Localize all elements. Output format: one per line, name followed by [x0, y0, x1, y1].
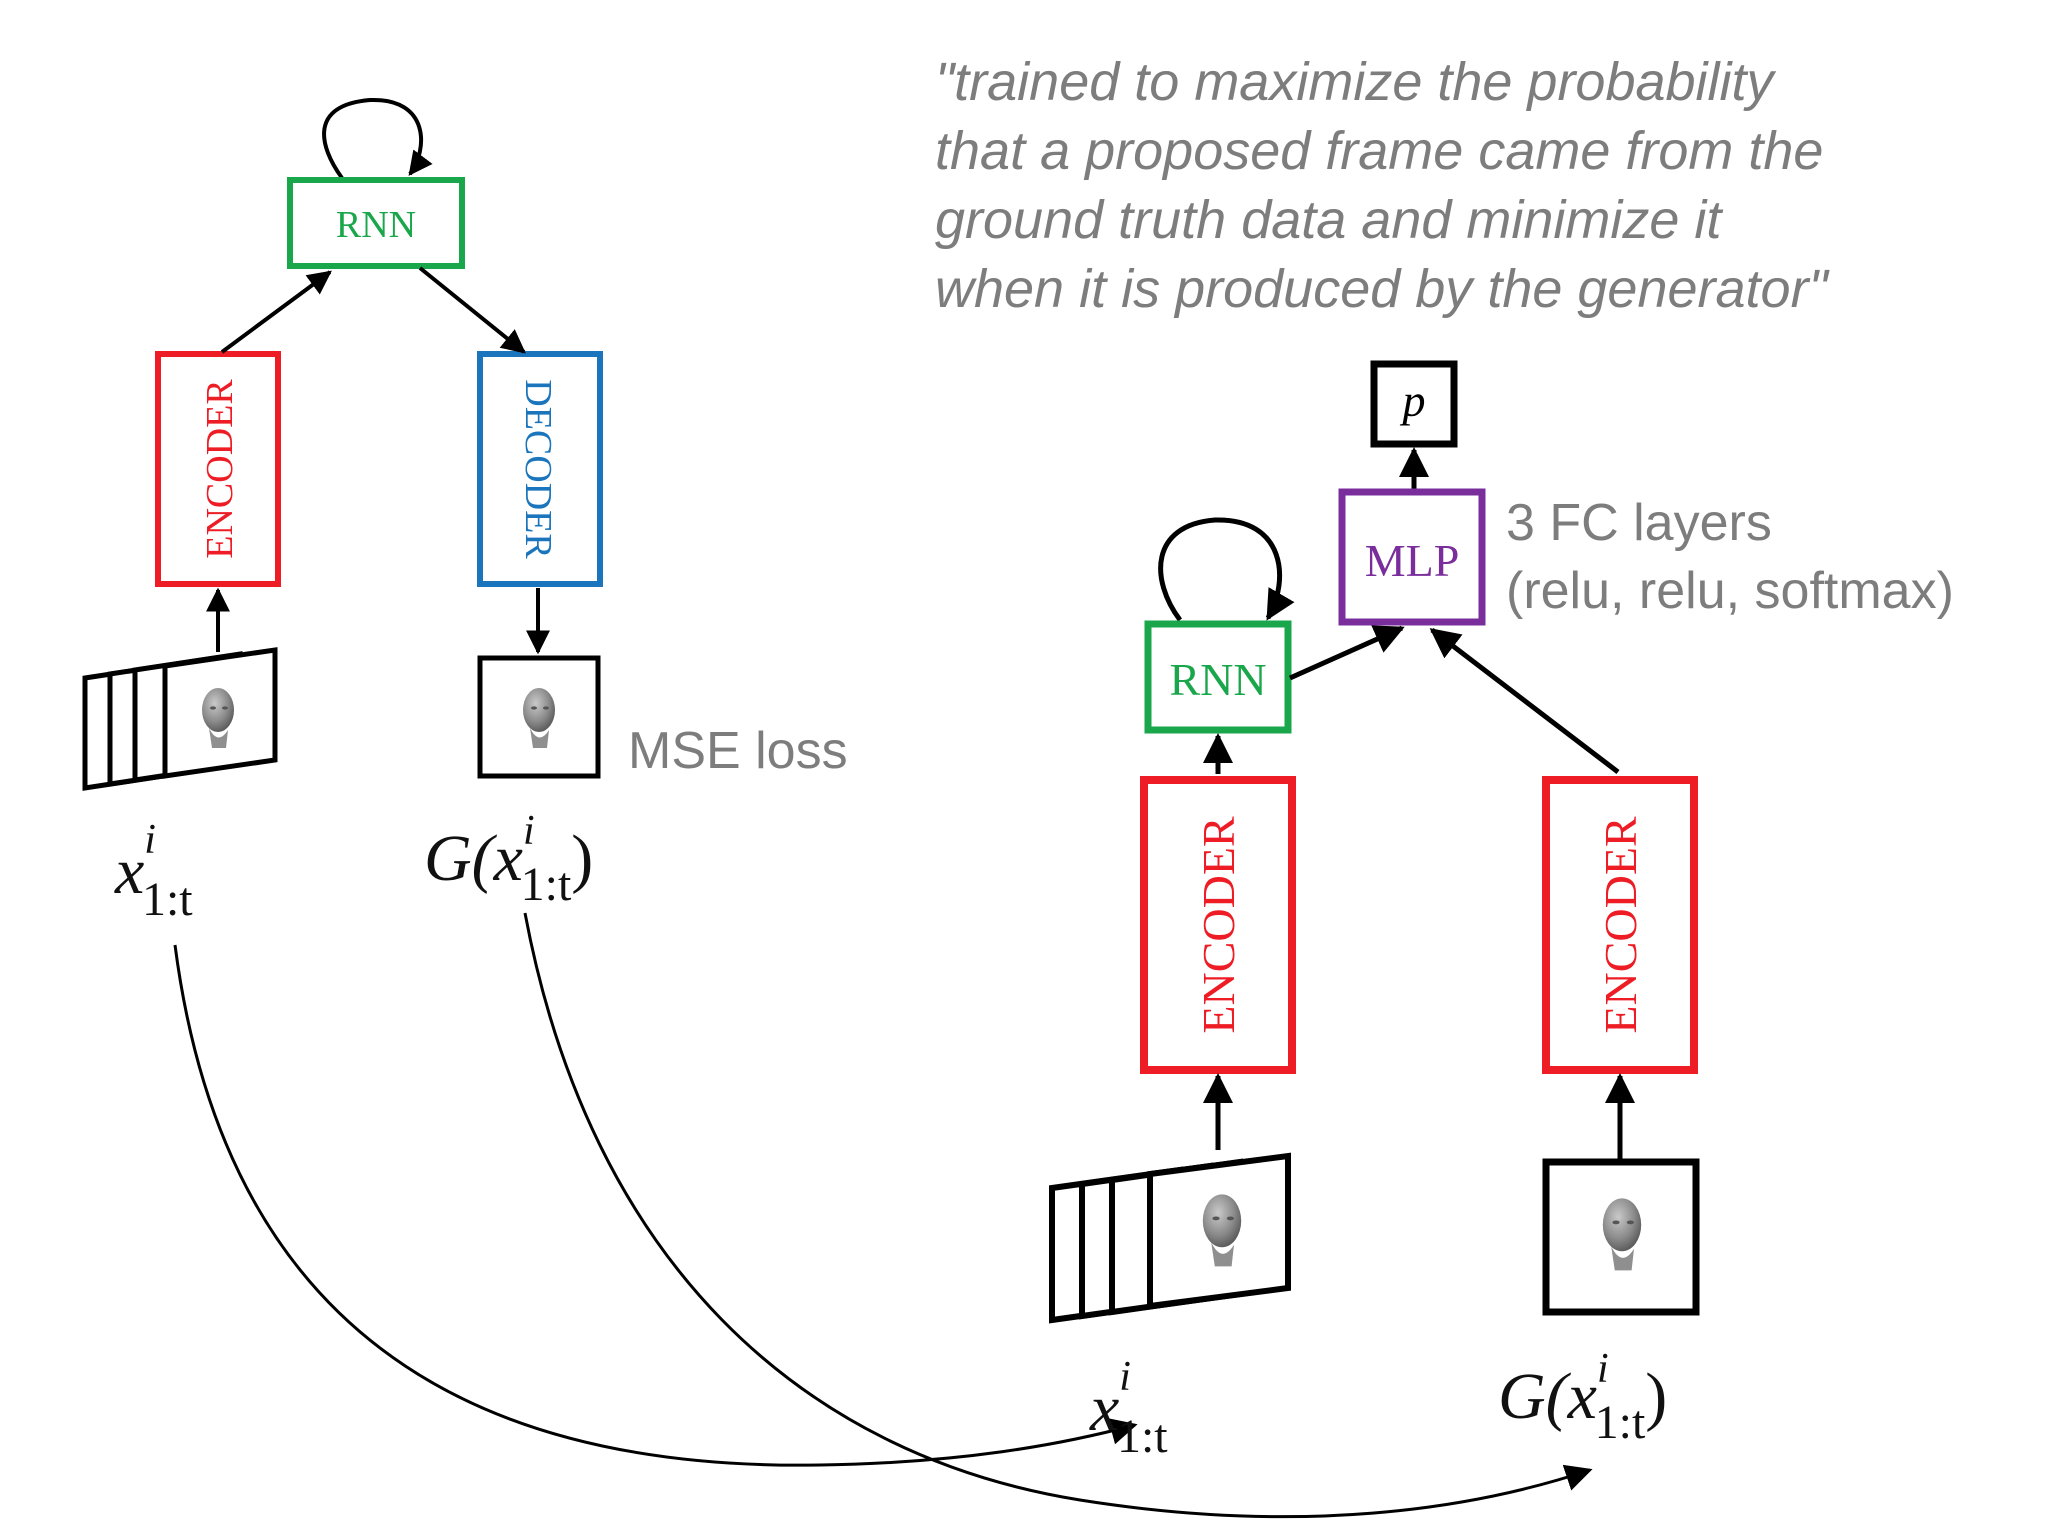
generator-encoder-box: [155, 351, 281, 587]
discriminator-output-label: p: [1400, 375, 1426, 426]
discriminator-generated-frame: [1542, 1158, 1700, 1316]
discriminator-encoder-left-label: ENCODER: [1193, 816, 1244, 1034]
quote-line: "trained to maximize the probability: [935, 52, 1774, 112]
generator-rnn-to-decoder-arrow: [418, 266, 526, 354]
discriminator-encoder-right-to-mlp-arrow: [1429, 628, 1620, 774]
discriminator-output-box: [1370, 360, 1458, 448]
generator-encoder-to-rnn-arrow: [220, 270, 332, 354]
generator-output-frame: [477, 655, 601, 779]
discriminator-real-frames: [1049, 1152, 1291, 1324]
generator-input-frames: [82, 647, 278, 791]
generator-rnn-loop-arrow: [322, 97, 433, 180]
discriminator-mlp-note-line1: 3 FC layers: [1506, 494, 1772, 552]
discriminator-mlp-box: [1338, 488, 1486, 626]
discriminator-rnn-loop-arrow: [1158, 517, 1295, 622]
discriminator-group: p MLP 3 FC layers (relu, relu, softmax) …: [1049, 360, 1954, 1463]
generator-decoder-box: [477, 351, 603, 587]
discriminator-rnn-label: RNN: [1169, 654, 1266, 705]
discriminator-encoder-right-label: ENCODER: [1595, 816, 1646, 1034]
quote-line: that a proposed frame came from the: [935, 121, 1824, 181]
discriminator-rnn-box: [1144, 620, 1292, 734]
discriminator-mlp-label: MLP: [1365, 535, 1460, 586]
real-input-transfer-arrow: [173, 944, 1138, 1467]
quote-line: ground truth data and minimize it: [935, 190, 1722, 250]
discriminator-encoder-right-box: [1542, 776, 1698, 1074]
generator-loss-label: MSE loss: [628, 722, 848, 780]
generator-encoder-label: ENCODER: [199, 379, 241, 559]
generator-decoder-label: DECODER: [517, 379, 559, 559]
generated-output-transfer-arrow: [523, 912, 1593, 1519]
generator-rnn-label: RNN: [336, 204, 416, 246]
quote-line: when it is produced by the generator": [935, 259, 1828, 319]
discriminator-objective-quote: "trained to maximize the probability tha…: [935, 48, 1995, 324]
generator-rnn-box: [287, 177, 465, 269]
discriminator-mlp-note-line2: (relu, relu, softmax): [1506, 562, 1954, 620]
discriminator-rnn-to-mlp-arrow: [1288, 625, 1405, 681]
discriminator-encoder-left-box: [1140, 776, 1296, 1074]
